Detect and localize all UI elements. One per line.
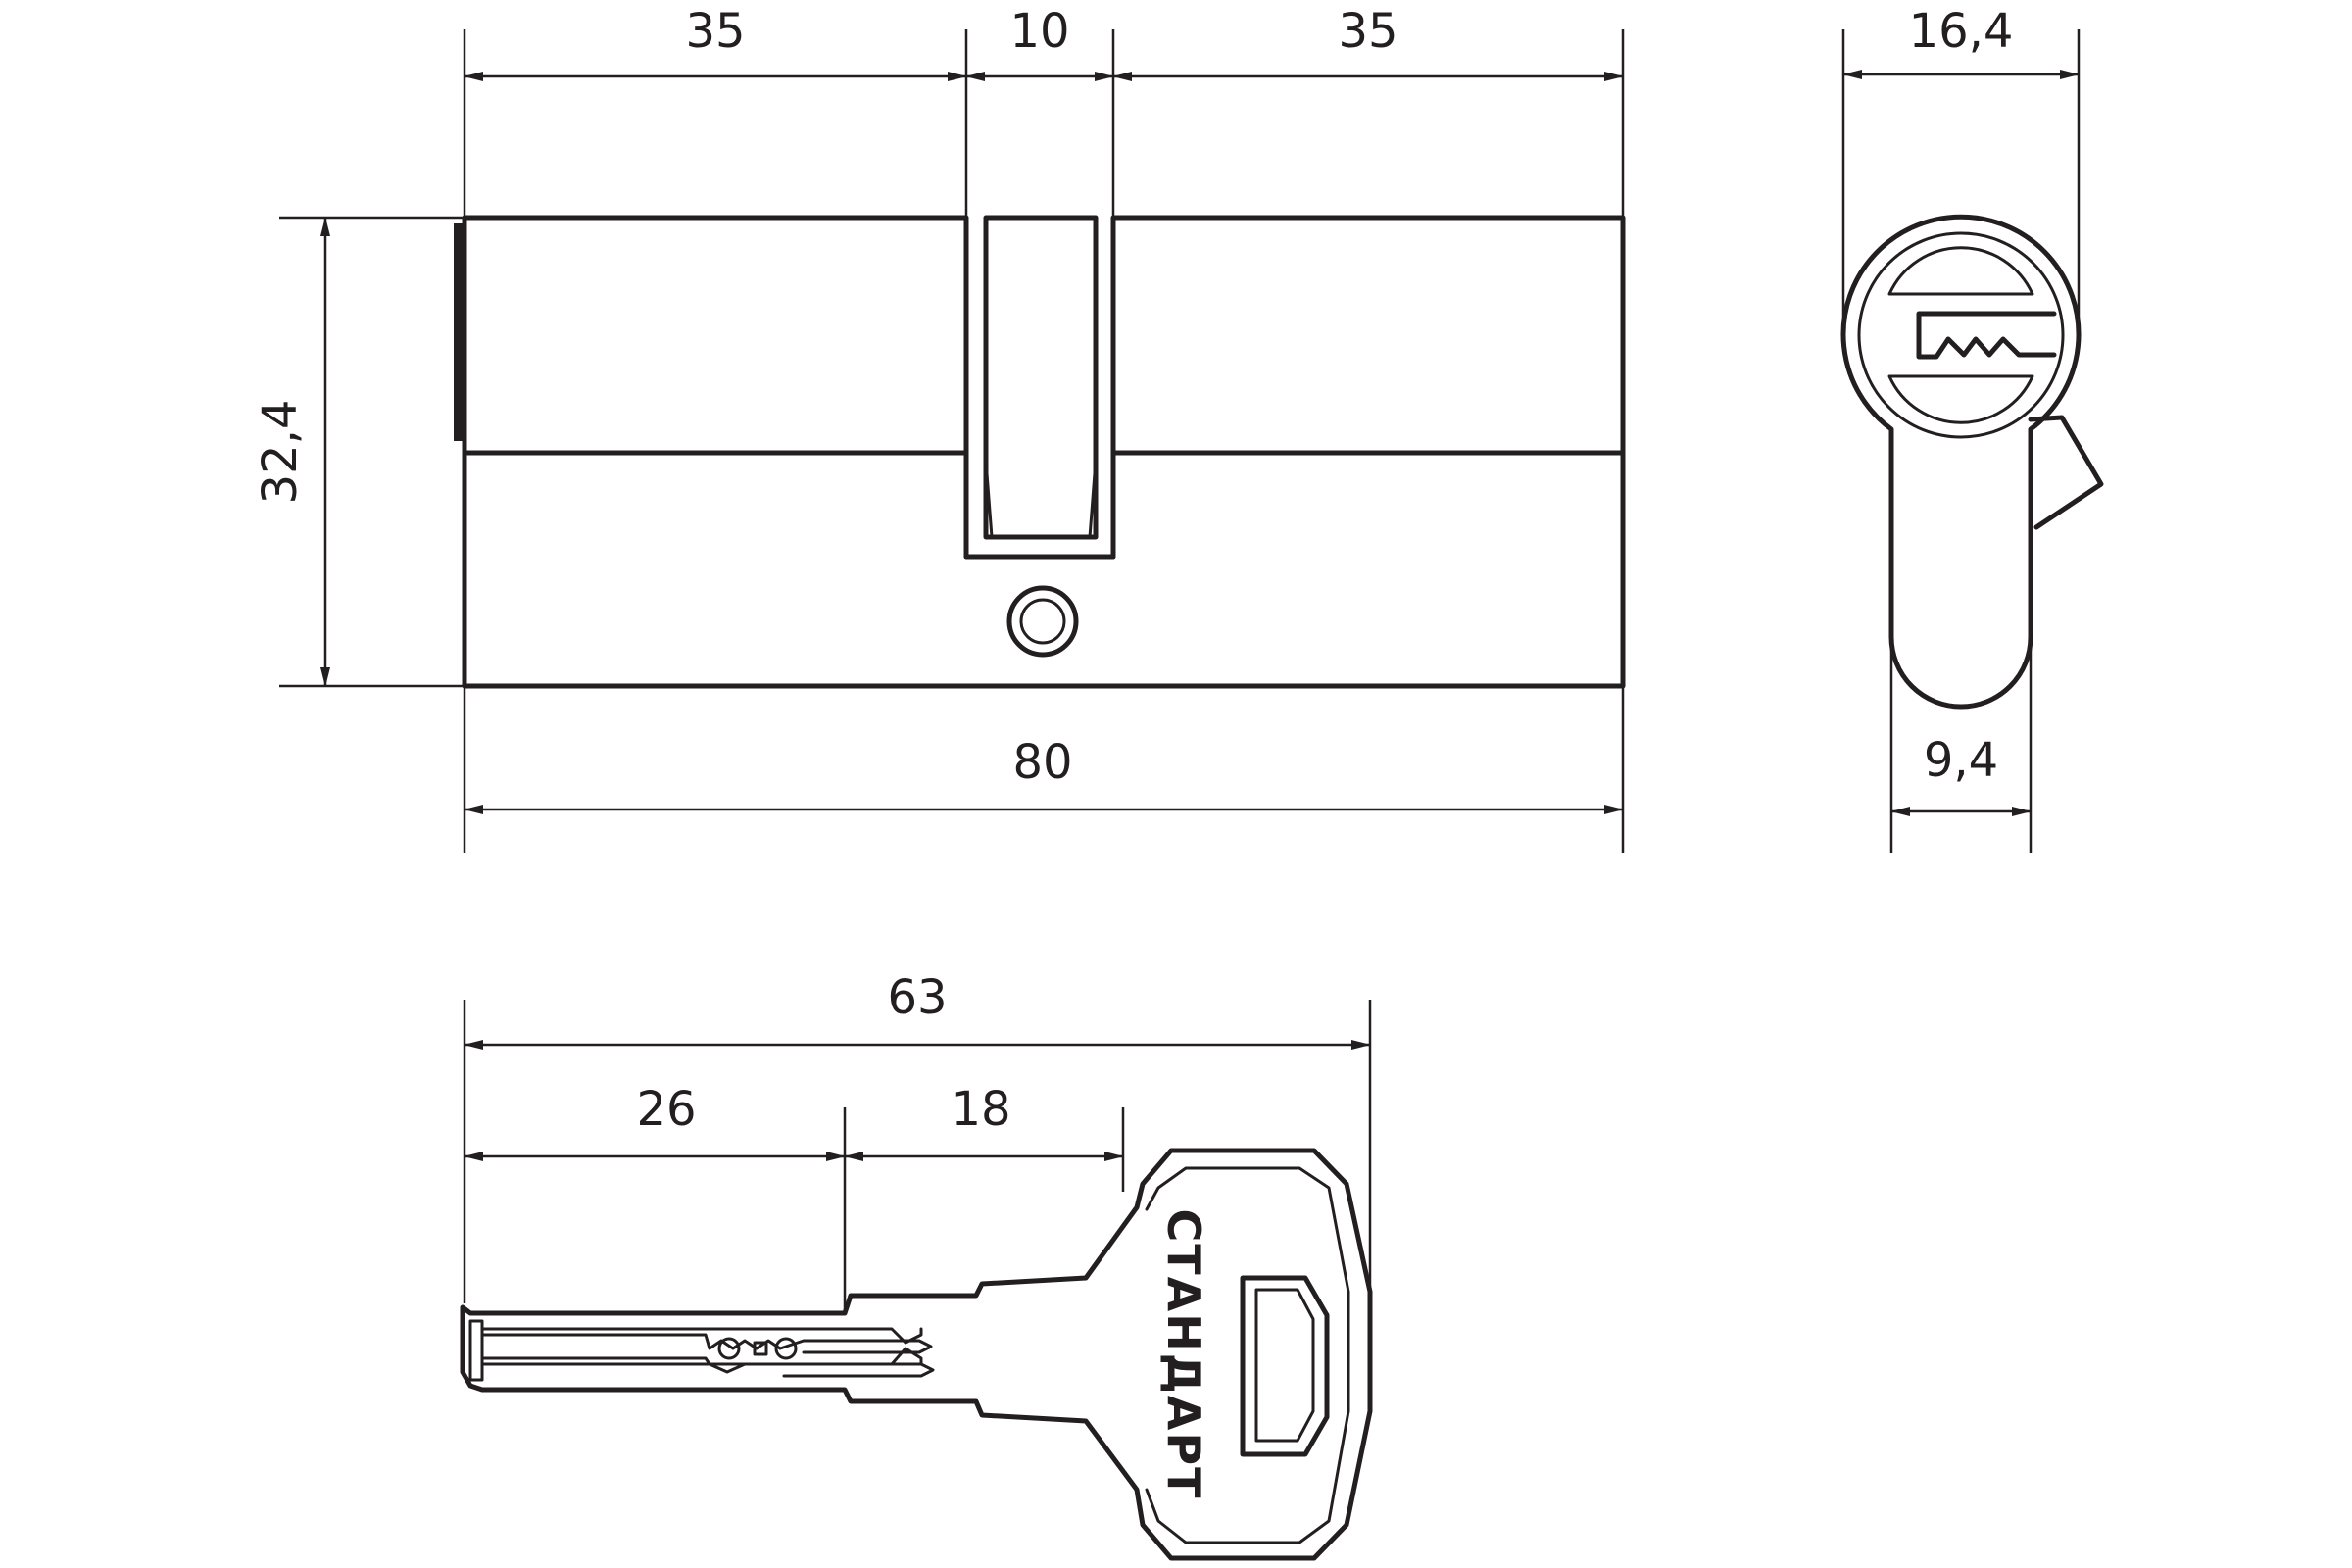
dim-label-body-width: 9,4 xyxy=(1924,733,1998,788)
key-blade-tip-lower xyxy=(480,1356,935,1378)
key-bow-inner xyxy=(1145,1166,1350,1544)
cylinder-end-cap xyxy=(454,223,465,441)
dim-label-cam: 10 xyxy=(1009,4,1069,59)
key-view: СТАНДАРТ 63 26 18 xyxy=(460,970,1373,1561)
key-dimple-square xyxy=(753,1341,768,1356)
cylinder-front-view: 35 10 35 80 32,4 xyxy=(253,4,1626,853)
profile-outline xyxy=(1840,214,2082,710)
plug-upper-half xyxy=(1887,246,2034,296)
dim-label-height: 32,4 xyxy=(253,400,308,505)
key-outline xyxy=(460,1148,1373,1561)
dim-label-shoulder: 18 xyxy=(951,1082,1010,1137)
cam-slot-gap xyxy=(966,210,1113,461)
key-brand-text: СТАНДАРТ xyxy=(1157,1209,1210,1500)
screw-hole-outer xyxy=(1006,585,1079,658)
dim-label-left-half: 35 xyxy=(685,4,745,59)
key-thumb-recess xyxy=(1240,1275,1330,1457)
dim-label-key-length: 63 xyxy=(887,970,947,1025)
key-dimple xyxy=(717,1337,741,1360)
cam-piece-inner xyxy=(984,216,1098,539)
profile-inner-ring xyxy=(1857,231,2065,439)
dim-label-right-half: 35 xyxy=(1338,4,1397,59)
screw-hole-inner xyxy=(1019,598,1066,645)
key-blade-groove-upper xyxy=(468,1319,484,1382)
key-dimple xyxy=(774,1337,798,1360)
plug-lower-half xyxy=(1887,374,2034,424)
dim-label-head-width: 16,4 xyxy=(1909,4,2014,59)
cylinder-side-view: 16,4 9,4 xyxy=(1840,4,2104,853)
key-thumb-recess-inner xyxy=(1254,1288,1315,1443)
dim-label-total-length: 80 xyxy=(1012,735,1072,790)
dim-label-blade-tip: 26 xyxy=(636,1082,696,1137)
key-blade-tip-upper xyxy=(480,1333,933,1354)
cam-lever xyxy=(2028,415,2104,530)
keyway-profile xyxy=(1916,311,2057,360)
